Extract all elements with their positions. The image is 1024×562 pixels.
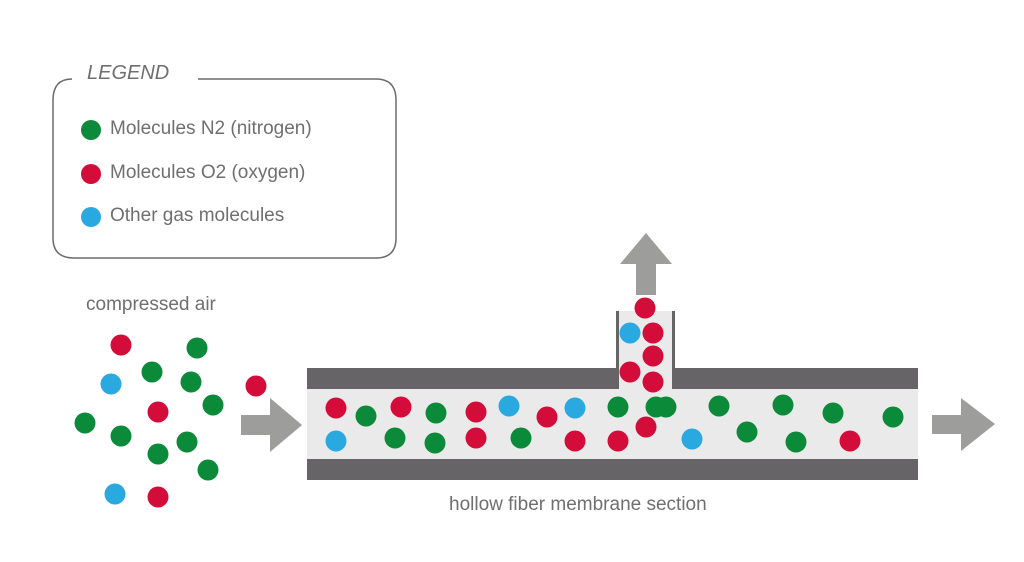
molecule-o2	[390, 396, 412, 418]
molecule-n2	[176, 431, 198, 453]
permeate-wall-right	[672, 311, 675, 371]
molecule-o2	[635, 416, 657, 438]
molecule-o2	[634, 297, 656, 319]
molecule-n2	[510, 427, 532, 449]
molecule-n2	[882, 406, 904, 428]
molecule-o2	[642, 371, 664, 393]
molecule-other	[564, 397, 586, 419]
molecule-n2	[607, 396, 629, 418]
molecule-other	[325, 430, 347, 452]
molecule-n2	[736, 421, 758, 443]
molecule-n2	[141, 361, 163, 383]
molecule-n2	[180, 371, 202, 393]
tube-top-wall-right	[672, 368, 918, 389]
legend-dot-o2	[81, 164, 101, 184]
molecule-n2	[645, 396, 667, 418]
molecule-o2	[465, 401, 487, 423]
molecule-other	[619, 322, 641, 344]
molecule-o2	[245, 375, 267, 397]
legend-dot-n2	[81, 120, 101, 140]
molecule-o2	[642, 345, 664, 367]
molecule-o2	[147, 401, 169, 423]
molecule-n2	[424, 432, 446, 454]
molecule-n2	[186, 337, 208, 359]
molecule-n2	[110, 425, 132, 447]
molecule-o2	[465, 427, 487, 449]
molecule-n2	[202, 394, 224, 416]
molecule-o2	[619, 361, 641, 383]
molecule-n2	[708, 395, 730, 417]
molecule-o2	[564, 430, 586, 452]
molecule-o2	[325, 397, 347, 419]
molecule-o2	[607, 430, 629, 452]
molecule-other	[100, 373, 122, 395]
legend-label-other: Other gas molecules	[110, 205, 285, 226]
molecule-n2	[822, 402, 844, 424]
molecule-o2	[839, 430, 861, 452]
permeate-arrow-icon	[620, 233, 672, 295]
molecule-n2	[772, 394, 794, 416]
molecule-other	[681, 428, 703, 450]
output-arrow-icon	[932, 398, 995, 451]
legend-frame	[52, 78, 397, 259]
tube-top-wall-left	[307, 368, 619, 389]
molecule-n2	[425, 402, 447, 424]
molecule-n2	[197, 459, 219, 481]
molecule-n2	[785, 431, 807, 453]
molecule-o2	[536, 406, 558, 428]
legend-label-n2: Molecules N2 (nitrogen)	[110, 118, 312, 139]
molecule-other	[498, 395, 520, 417]
molecule-o2	[147, 486, 169, 508]
legend-title: LEGEND	[87, 62, 170, 84]
compressed-air-label: compressed air	[86, 294, 216, 315]
molecule-n2	[147, 443, 169, 465]
legend-label-o2: Molecules O2 (oxygen)	[110, 162, 306, 183]
tube-bottom-wall	[307, 459, 918, 480]
molecule-n2	[355, 405, 377, 427]
input-arrow-icon	[241, 398, 302, 452]
molecule-o2	[642, 322, 664, 344]
legend-dot-other	[81, 207, 101, 227]
permeate-wall-left	[616, 311, 619, 371]
molecule-o2	[110, 334, 132, 356]
membrane-section-label: hollow fiber membrane section	[449, 494, 707, 515]
molecule-n2	[74, 412, 96, 434]
molecule-other	[104, 483, 126, 505]
molecule-n2	[384, 427, 406, 449]
